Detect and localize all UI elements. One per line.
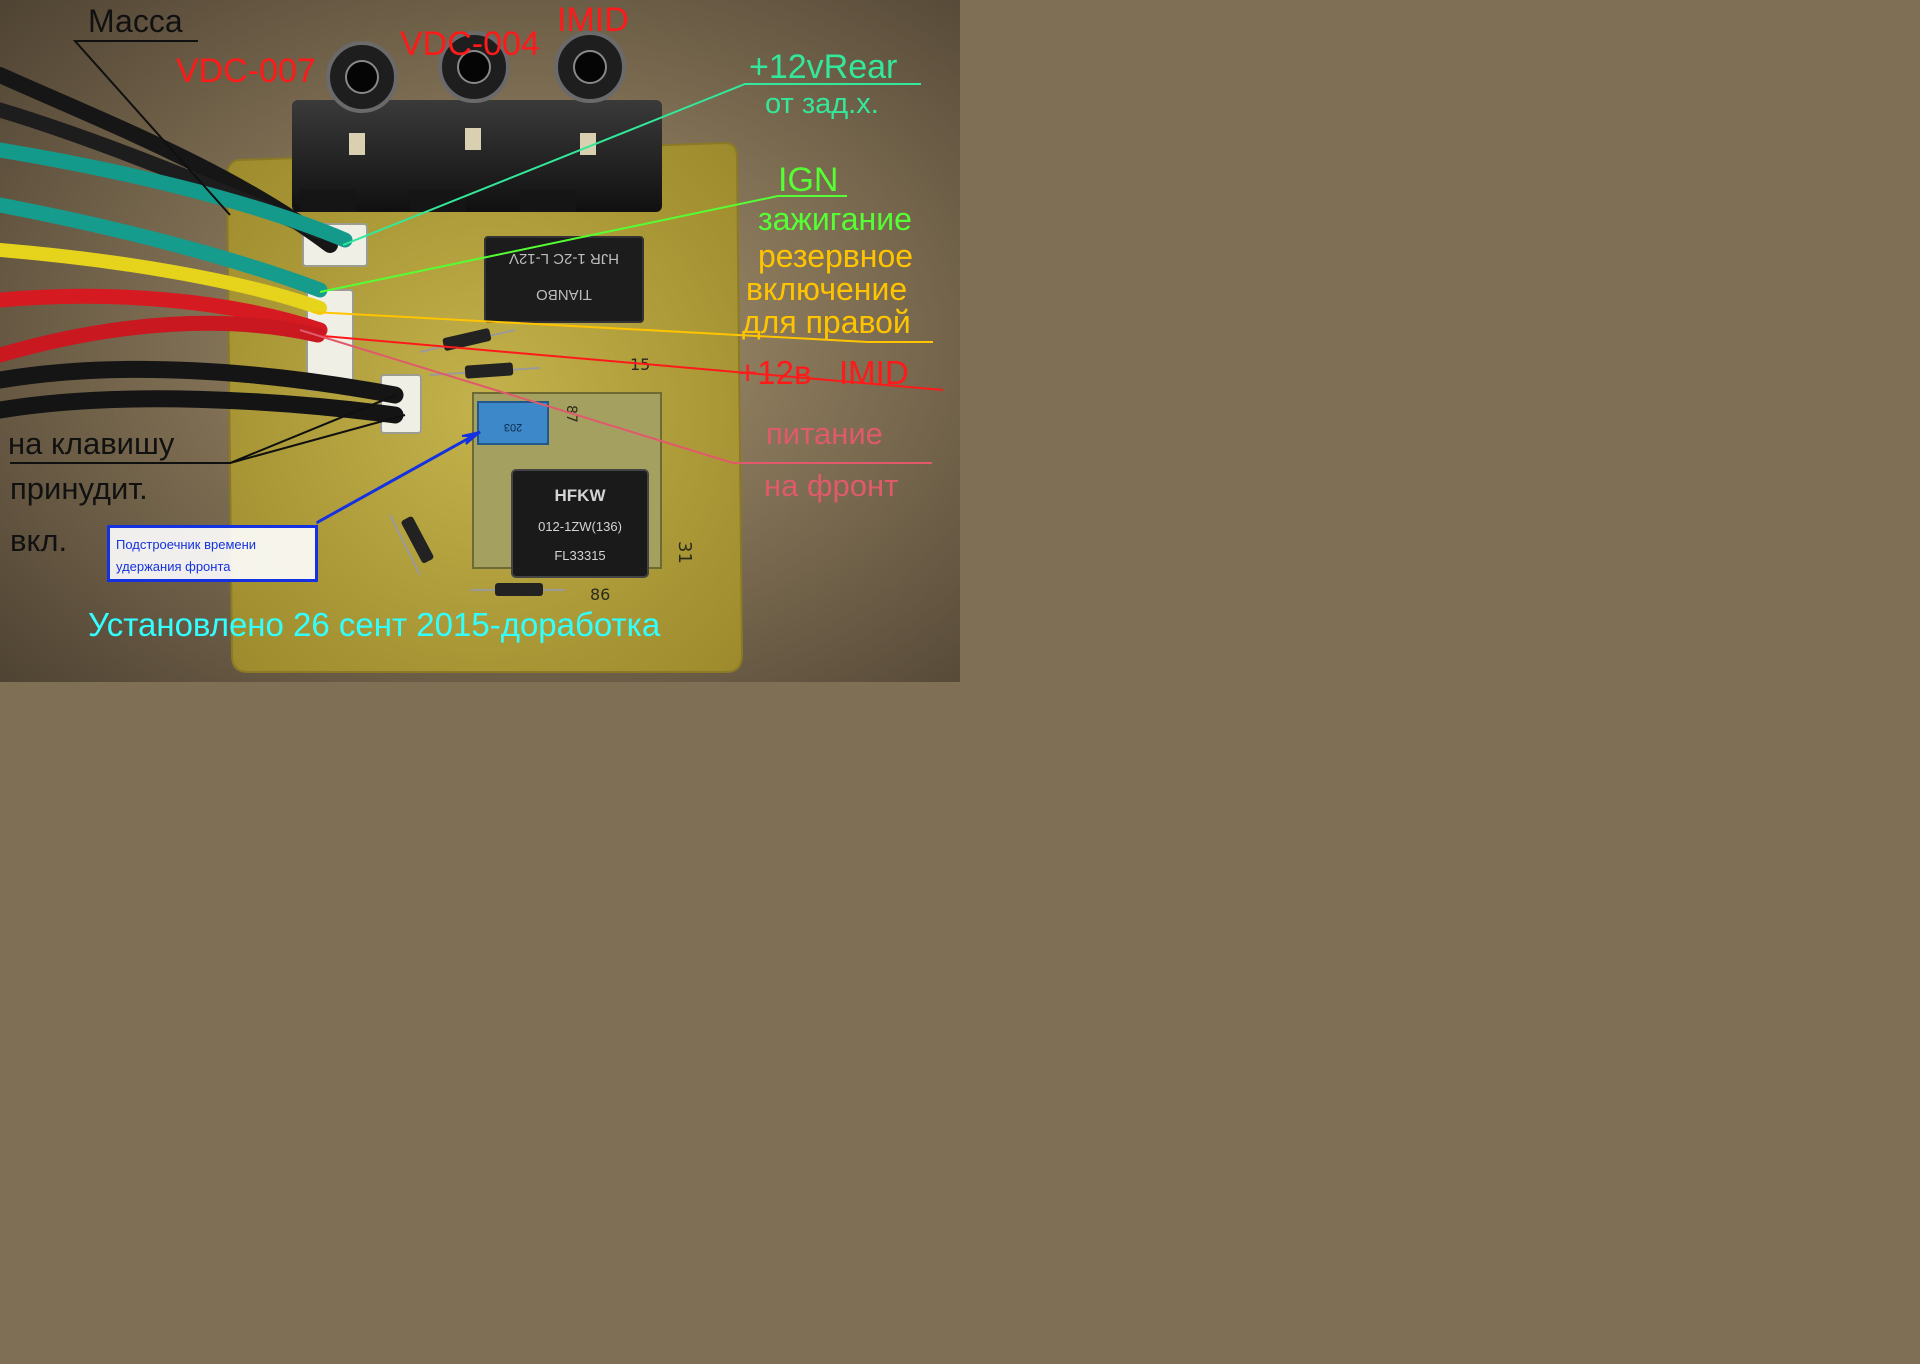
line-massa [72, 40, 231, 216]
wire-red-2 [0, 315, 326, 363]
label-ign-ru: зажигание [758, 201, 912, 237]
trimmer-potentiometer: 203 [477, 401, 549, 445]
label-vdc004: VDC-004 [400, 25, 540, 63]
relay-tianbo: HJR 1-2C L-12V TIANBO [484, 236, 644, 323]
relay-hfkw: HFKW 012-1ZW(136) FL33315 [511, 469, 649, 578]
relay-hfkw-model: 012-1ZW(136) [538, 519, 622, 534]
rca-jack-block [292, 31, 662, 212]
trimmer-note-box: Подстроечник времени удержания фронта [107, 525, 318, 582]
wire-black-3 [0, 360, 404, 404]
relay-hfkw-lot: FL33315 [554, 548, 605, 563]
relay-hfkw-brand: HFKW [555, 486, 607, 505]
wire-teal-2 [0, 197, 328, 298]
diode-3 [401, 516, 434, 563]
label-key-1: на клавишу [8, 426, 175, 461]
connector-key [380, 374, 422, 434]
diode-4 [495, 583, 543, 596]
label-installed: Установлено 26 сент 2015-доработка [88, 606, 661, 643]
wire-harness [0, 67, 404, 424]
line-plus12 [322, 335, 944, 391]
diode-1 [442, 328, 492, 351]
pcb-pin-31: 31 [674, 541, 695, 564]
diode-2 [464, 362, 514, 379]
label-key-3: вкл. [10, 523, 68, 558]
label-reserve-2: включение [746, 271, 908, 307]
label-rear-12v: +12vRear [749, 48, 898, 86]
wire-yellow [0, 243, 327, 315]
label-imid-top: IMID [557, 1, 629, 39]
label-reserve-1: резервное [758, 238, 914, 274]
label-power-1: питание [766, 416, 883, 451]
pcb-pin-86: 86 [590, 585, 610, 604]
wire-black-4 [0, 390, 404, 424]
label-key-2: принудит. [10, 471, 148, 506]
line-trimmer [316, 430, 481, 525]
trimmer-note-line-1: Подстроечник времени [116, 537, 257, 552]
label-rear-from: от зад.х. [765, 88, 879, 120]
relay-tianbo-brand: TIANBO [536, 286, 592, 303]
line-ign [319, 195, 847, 293]
trimmer-note-line-2: удержания фронта [116, 559, 231, 574]
wire-teal-1 [0, 142, 353, 248]
line-rear [342, 83, 921, 246]
annotation-lines [10, 40, 944, 525]
relay-tianbo-model: HJR 1-2C L-12V [509, 250, 619, 267]
label-reserve-3: для правой [742, 304, 911, 340]
line-reserve [312, 311, 933, 343]
label-ign: IGN [778, 161, 839, 199]
label-power-2: на фронт [764, 468, 899, 503]
label-massa: Масса [88, 3, 183, 39]
line-power [299, 329, 932, 464]
diodes [389, 328, 565, 596]
label-vdc007: VDC-007 [176, 52, 316, 90]
label-plus12-imid: +12в IMID [738, 354, 909, 391]
wire-red-1 [0, 288, 328, 338]
trimmer-code: 203 [504, 421, 522, 433]
line-key [10, 394, 406, 464]
arrow-trimmer [461, 431, 481, 445]
